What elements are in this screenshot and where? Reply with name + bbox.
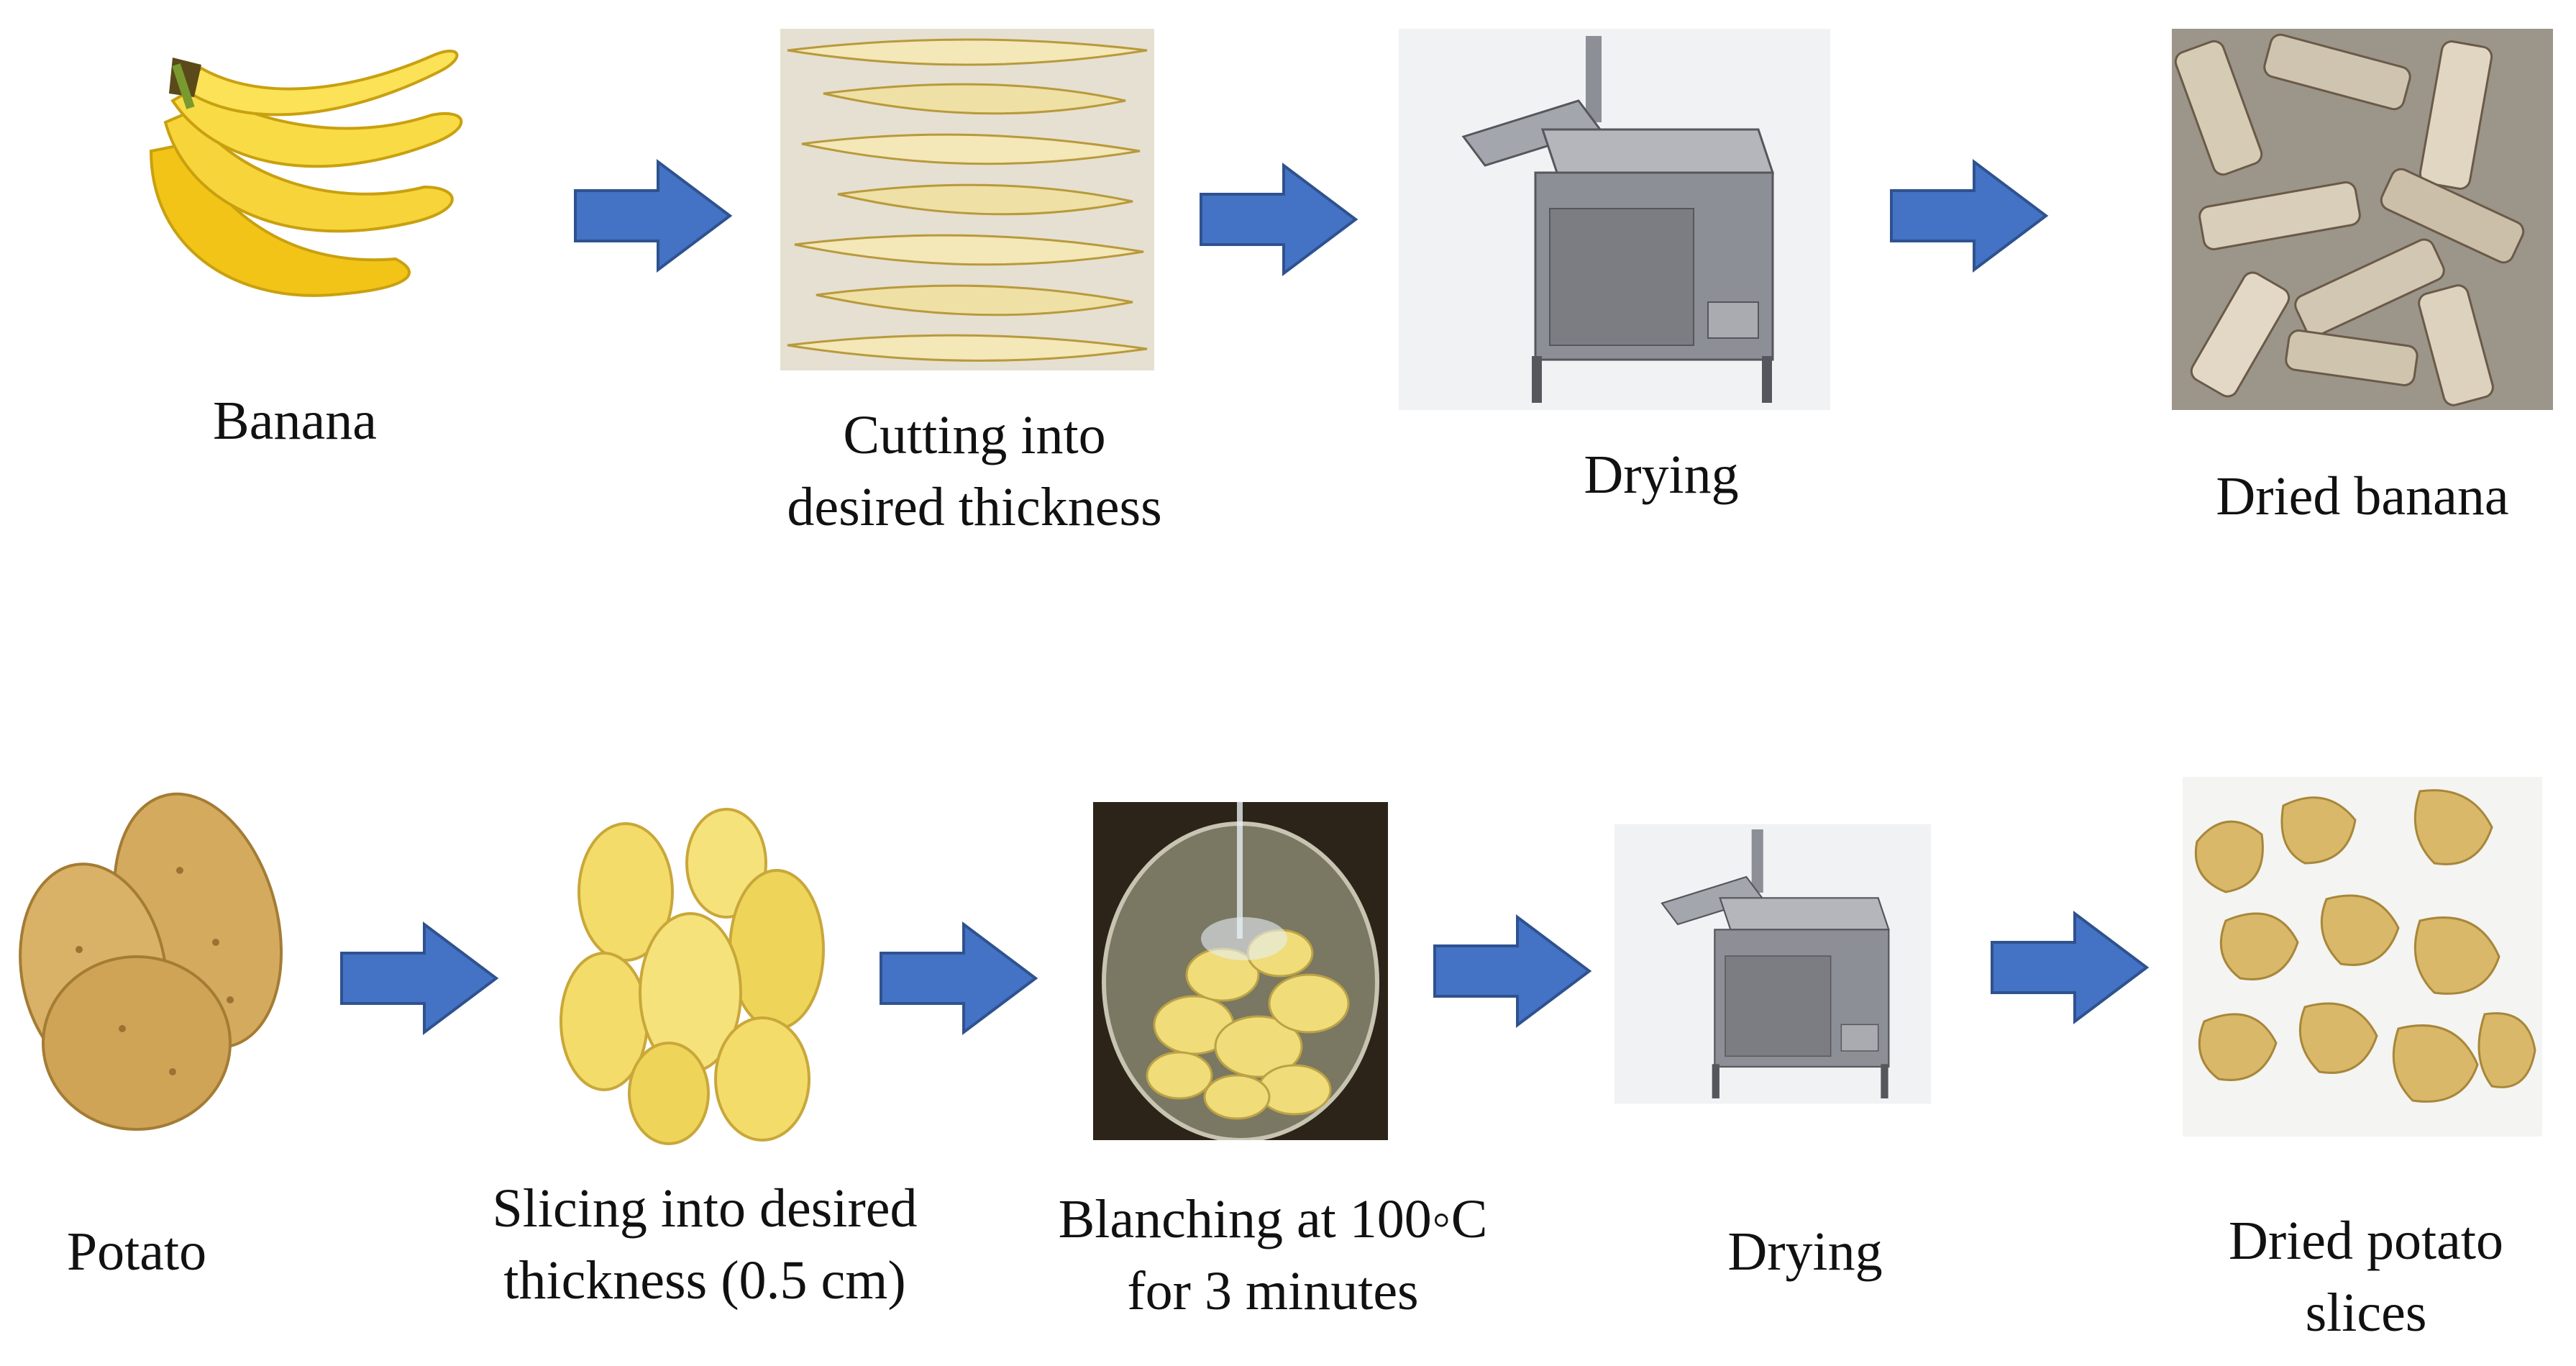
arrow-icon <box>574 159 733 273</box>
step-label-banana: Banana <box>213 391 377 451</box>
arrow-icon <box>340 921 499 1035</box>
potatoes-icon <box>19 792 283 1131</box>
dried-banana-pieces-icon <box>2172 29 2553 410</box>
step-label-drying-potato: Drying <box>1727 1221 1883 1282</box>
potato-slices-icon <box>559 808 825 1145</box>
step-label-dried-potato: Dried potato slices <box>2228 1211 2503 1343</box>
arrow-icon <box>1991 911 2150 1024</box>
dryer-machine-icon <box>1614 824 1931 1104</box>
step-label-blanching: Blanching at 100◦C for 3 minutes <box>1058 1189 1488 1321</box>
step-label-potato: Potato <box>66 1221 207 1282</box>
arrow-icon <box>1890 159 2049 273</box>
step-label-slicing: Slicing into desired thickness (0.5 cm) <box>492 1178 918 1311</box>
step-label-dried-banana: Dried banana <box>2216 466 2509 527</box>
blanching-bowl-icon <box>1093 802 1388 1140</box>
step-label-drying: Drying <box>1584 445 1739 505</box>
step-label-cutting: Cutting into desired thickness <box>787 405 1162 537</box>
arrow-icon <box>1433 914 1592 1028</box>
arrow-icon <box>1200 163 1358 276</box>
dried-potato-slices-icon <box>2183 777 2542 1137</box>
dryer-machine-icon <box>1399 29 1830 410</box>
cut-banana-slices-icon <box>780 29 1154 370</box>
arrow-icon <box>880 921 1038 1035</box>
banana-bunch-icon <box>149 49 463 297</box>
